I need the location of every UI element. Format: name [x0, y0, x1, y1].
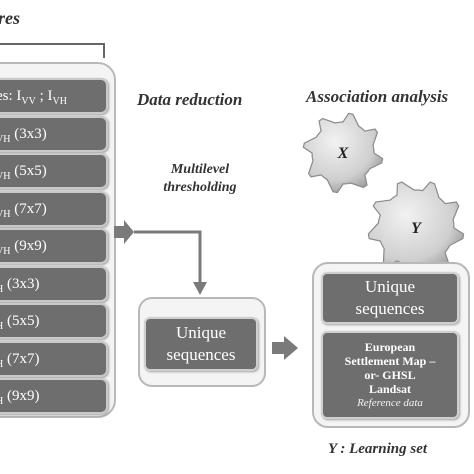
features-heading: res — [0, 8, 20, 28]
reference-line-4: Landsat — [368, 382, 412, 396]
reference-line-3: or- GHSL — [364, 368, 416, 382]
unique-label: Unique — [175, 323, 227, 342]
feature-subscript: VH — [0, 208, 11, 220]
multilevel-label: Multilevel — [170, 162, 230, 177]
feature-prefix: es: I — [0, 88, 22, 104]
sequences-label: sequences — [166, 345, 236, 364]
data-reduction-heading: Data reduction — [137, 90, 243, 109]
feature-subscript: VH — [0, 246, 11, 257]
feature-window: (3x3) — [3, 275, 40, 292]
gear-y-label: Y — [411, 220, 422, 237]
feature-item: H (9x9) — [0, 378, 108, 414]
gear-x-label: X — [337, 145, 349, 162]
feature-window: (5x5) — [3, 313, 40, 329]
association-analysis-heading: Association analysis — [306, 87, 449, 106]
feature-window: (7x7) — [10, 200, 47, 217]
learning-set-label: Y : Learning set — [328, 441, 428, 457]
arrow-down-head — [193, 282, 207, 295]
connector-line — [134, 230, 202, 284]
feature-item: es: IVV ; IVH — [0, 78, 108, 114]
feature-window: (7x7) — [3, 350, 40, 367]
feature-window: (9x9) — [3, 388, 40, 404]
arrow-features-to-reduction — [114, 220, 134, 244]
feature-item: VH (9x9) — [0, 228, 108, 264]
gear-x-icon — [302, 112, 384, 194]
feature-window: ; I — [35, 88, 53, 104]
reference-line-2: Settlement Map – — [344, 354, 436, 368]
feature-subscript: VH — [0, 171, 11, 182]
feature-item: VH (7x7) — [0, 190, 108, 227]
feature-subscript: H — [0, 321, 3, 332]
reference-data-box: European Settlement Map – or- GHSL Lands… — [321, 331, 459, 419]
feature-window: (5x5) — [10, 163, 47, 179]
feature-subscript-2: VH — [52, 96, 67, 107]
feature-subscript: H — [0, 284, 3, 295]
feature-subscript: H — [0, 396, 3, 407]
reference-line-1: European — [364, 340, 416, 354]
feature-subscript: VH — [0, 133, 11, 145]
feature-subscript: VV — [21, 96, 36, 107]
unique-sequences-box: Unique sequences — [144, 317, 258, 371]
sequences-label-right: sequences — [355, 299, 425, 318]
feature-window: (9x9) — [10, 238, 47, 254]
feature-item: H (7x7) — [0, 340, 108, 377]
thresholding-label: thresholding — [163, 180, 237, 195]
unique-label-right: Unique — [364, 277, 416, 296]
feature-window: (3x3) — [10, 125, 47, 142]
feature-item: VH (5x5) — [0, 153, 108, 189]
arrow-to-association — [272, 336, 298, 360]
feature-subscript: H — [0, 359, 3, 370]
feature-item: H (5x5) — [0, 303, 108, 339]
feature-item: H (3x3) — [0, 265, 108, 302]
gear-x-body — [302, 112, 384, 194]
unique-sequences-box-right: Unique sequences — [321, 272, 459, 324]
reference-caption: Reference data — [357, 397, 423, 409]
feature-item: VH (3x3) — [0, 115, 108, 152]
multilevel-thresholding-label: Multilevel thresholding — [140, 161, 260, 197]
